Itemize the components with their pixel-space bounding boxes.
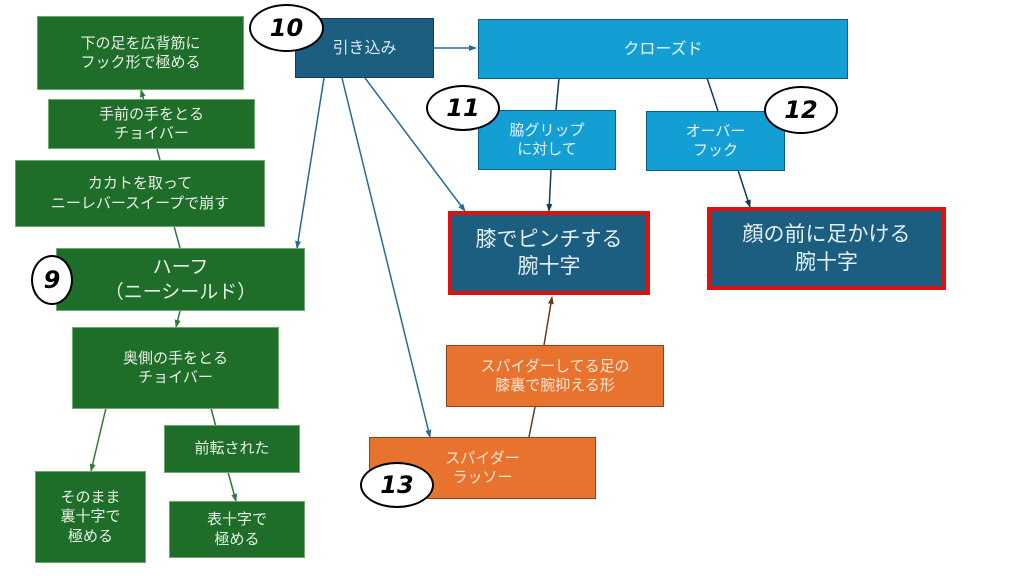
node-far-arm-choibar: 奥側の手をとる チョイバー xyxy=(72,327,279,409)
edge-lasso-to-spiderknee xyxy=(528,406,536,438)
edge-hikikomi-to-kneepinch xyxy=(364,77,466,212)
node-line: チョイバー xyxy=(138,368,213,386)
node-line: フック xyxy=(692,141,738,159)
node-overhook: オーバー フック xyxy=(646,111,785,171)
edge-spiderknee-to-kneepinch xyxy=(543,296,554,346)
node-line: 膝でピンチする xyxy=(475,226,623,251)
node-near-arm-choibar: 手前の手をとる チョイバー xyxy=(48,99,255,149)
node-line: 引き込み xyxy=(332,37,397,57)
edge-farchoibar-to-rolled xyxy=(210,407,217,428)
node-line: 下の足を広背筋に xyxy=(80,33,201,52)
node-line: 裏十字で xyxy=(60,507,121,526)
edge-farchoibar-to-ura xyxy=(89,407,107,472)
node-line: 膝裏で腕抑える形 xyxy=(495,376,615,394)
node-line: 顔の前に足かける xyxy=(742,222,911,247)
edge-half-to-kakato xyxy=(173,225,181,249)
node-line: に対して xyxy=(517,140,577,158)
node-leg-face-armbar: 顔の前に足かける 腕十字 xyxy=(707,207,946,290)
step-badge-12: 12 xyxy=(764,86,838,134)
step-badge-11: 11 xyxy=(426,85,500,131)
node-rolled: 前転された xyxy=(164,425,300,473)
node-line: スパイダー xyxy=(445,448,520,467)
node-closed: クローズド xyxy=(478,19,848,79)
node-kakato-sweep: カカトを取って ニーレバースイープで崩す xyxy=(15,160,265,227)
edge-closed-to-armpit xyxy=(555,77,560,111)
node-omote-juji: 表十字で 極める xyxy=(169,501,305,558)
node-line: 極める xyxy=(67,526,113,545)
node-lower-leg-hook: 下の足を広背筋に フック形で極める xyxy=(37,16,244,90)
node-line: 奥側の手をとる xyxy=(122,348,228,367)
node-line: クローズド xyxy=(623,38,703,58)
node-line: カカトを取って xyxy=(87,174,193,192)
node-line: 極める xyxy=(214,529,260,548)
edge-rolled-to-omote xyxy=(227,471,238,502)
edge-hikikomi-to-half xyxy=(295,77,325,249)
node-line: 手前の手をとる xyxy=(98,104,204,123)
node-spider-knee-shape: スパイダーしてる足の 膝裏で腕抑える形 xyxy=(446,345,664,407)
node-line: スパイダーしてる足の xyxy=(480,356,630,375)
node-ura-juji: そのまま 裏十字で 極める xyxy=(35,471,146,563)
node-line: ニーレバースイープで崩す xyxy=(50,193,230,212)
edge-half-to-farchoibar xyxy=(174,310,181,328)
node-line: フック形で極める xyxy=(80,53,201,71)
edge-overhook-to-legface xyxy=(737,169,751,208)
node-line: 表十字で xyxy=(206,510,267,528)
edge-closed-to-overhook xyxy=(706,77,719,112)
node-line: ハーフ xyxy=(152,255,209,278)
node-line: 腕十字 xyxy=(517,254,581,278)
edge-armpit-to-kneepinch xyxy=(546,169,553,212)
node-line: 脇グリップ xyxy=(509,120,585,139)
step-badge-9: 9 xyxy=(31,255,73,305)
node-line: ラッソー xyxy=(452,468,513,486)
node-half-knee-shield: ハーフ （ニーシールド） xyxy=(56,248,305,311)
node-line: （ニーシールド） xyxy=(104,280,257,303)
step-badge-13: 13 xyxy=(360,462,434,508)
step-badge-10: 10 xyxy=(249,4,324,52)
node-knee-pinch-armbar: 膝でピンチする 腕十字 xyxy=(448,211,650,295)
node-line: そのまま xyxy=(60,487,121,506)
node-line: 前転された xyxy=(194,439,270,458)
edge-hikikomi-to-lasso xyxy=(341,77,432,438)
node-line: チョイバー xyxy=(114,124,189,142)
node-armpit-grip: 脇グリップ に対して xyxy=(478,110,616,170)
node-line: オーバー xyxy=(685,121,746,140)
node-line: 腕十字 xyxy=(795,249,858,274)
